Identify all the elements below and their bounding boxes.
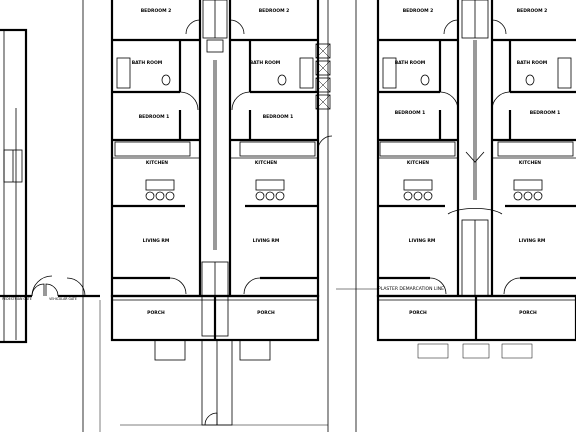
room-label-bedroom2-c: BEDROOM 2 xyxy=(403,8,434,14)
room-label-living-d: LIVING RM xyxy=(519,238,546,244)
window-stack xyxy=(315,43,333,151)
room-label-bedroom1-c: BEDROOM 1 xyxy=(395,110,426,116)
room-label-bedroom1-b: BEDROOM 1 xyxy=(263,114,294,120)
room-label-bedroom2-d: BEDROOM 2 xyxy=(517,8,548,14)
room-label-living-a: LIVING RM xyxy=(143,238,170,244)
room-label-living-b: LIVING RM xyxy=(253,238,280,244)
left-partial-building xyxy=(0,28,28,344)
room-label-bedroom2-b: BEDROOM 2 xyxy=(259,8,290,14)
callout-label: PLASTER DEMARCATION LINE xyxy=(378,286,444,292)
room-label-porch-d: PORCH xyxy=(519,310,537,316)
room-label-bath-c: BATH ROOM xyxy=(395,60,426,66)
room-label-bedroom2-a: BEDROOM 2 xyxy=(141,8,172,14)
room-label-bath-a: BATH ROOM xyxy=(132,60,163,66)
room-label-bedroom1-d: BEDROOM 1 xyxy=(530,110,561,116)
room-label-kitchen-c: KITCHEN xyxy=(407,160,429,166)
vehicular-gate xyxy=(31,275,86,297)
room-label-kitchen-d: KITCHEN xyxy=(519,160,541,166)
room-label-bedroom1-a: BEDROOM 1 xyxy=(139,114,170,120)
room-label-porch-c: PORCH xyxy=(409,310,427,316)
vehicular-gate-label: VEHICULAR GATE xyxy=(49,297,77,301)
room-label-porch-a: PORCH xyxy=(147,310,165,316)
room-label-living-c: LIVING RM xyxy=(409,238,436,244)
right-duplex xyxy=(376,0,576,359)
room-label-porch-b: PORCH xyxy=(257,310,275,316)
room-label-bath-b: BATH ROOM xyxy=(250,60,281,66)
room-label-bath-d: BATH ROOM xyxy=(517,60,548,66)
room-label-kitchen-a: KITCHEN xyxy=(146,160,168,166)
room-label-kitchen-b: KITCHEN xyxy=(255,160,277,166)
pedestrian-gate xyxy=(0,283,100,298)
pedestrian-gate-label: PEDESTRIAN GATE xyxy=(2,297,31,301)
